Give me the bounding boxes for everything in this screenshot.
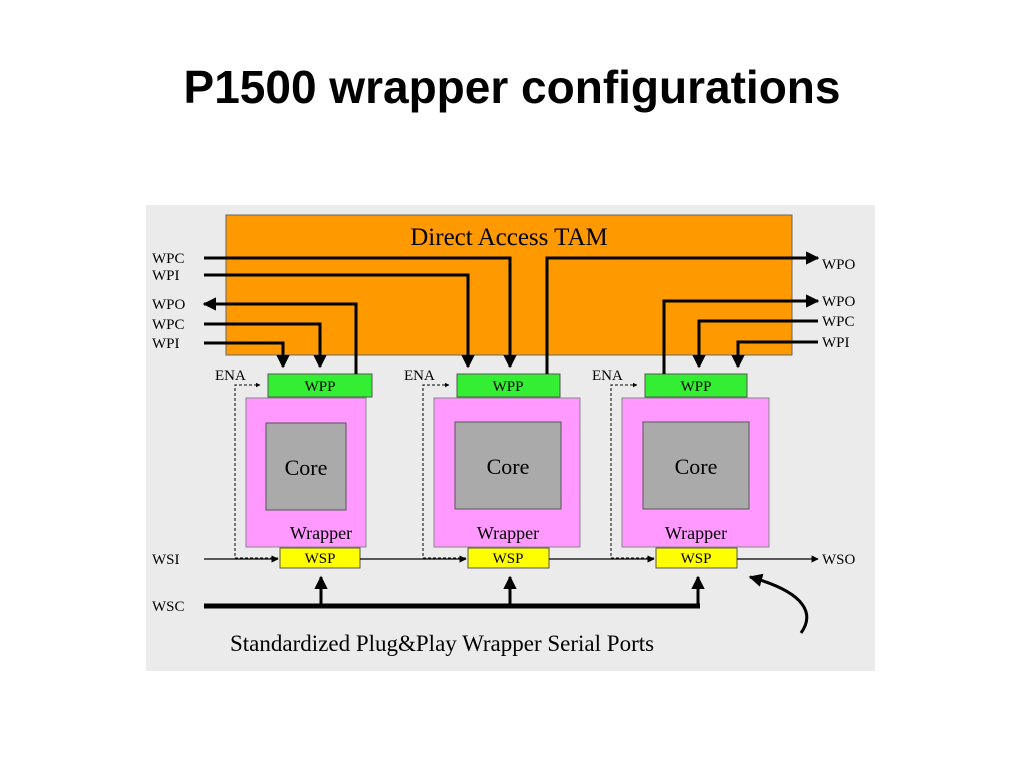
wsp-label-3: WSP <box>681 551 712 567</box>
wrapper-label-3: Wrapper <box>665 523 727 543</box>
pin-wpi-right: WPI <box>822 335 850 351</box>
pin-wsi-left: WSI <box>152 552 180 568</box>
ena-label-1: ENA <box>215 368 246 384</box>
wsp-label-1: WSP <box>305 551 336 567</box>
pin-wpo-left: WPO <box>152 297 186 313</box>
pin-wso-right: WSO <box>822 552 856 568</box>
ena-label-3: ENA <box>592 368 623 384</box>
pin-wpo-top-right: WPO <box>822 257 856 273</box>
wrapper-label-2: Wrapper <box>477 523 539 543</box>
pin-wpc-top-left: WPC <box>152 251 185 267</box>
wsc-bus-drops <box>314 575 705 606</box>
wrapper-diagram: Direct Access TAM Core Wrapper WPP WSP E… <box>146 205 875 671</box>
pin-wsc-left: WSC <box>152 599 185 615</box>
pin-wpi-left: WPI <box>152 336 180 352</box>
wrapper-label-1: Wrapper <box>290 523 352 543</box>
core-label-3: Core <box>675 454 718 479</box>
wsp-block-1 <box>279 547 361 569</box>
pin-wpi-top-left: WPI <box>152 268 180 284</box>
wpp-block-2 <box>456 373 561 398</box>
wpp-block-3 <box>644 373 748 398</box>
wsp-block-2 <box>467 547 550 569</box>
wpp-label-1: WPP <box>305 379 336 395</box>
pin-wpc-left: WPC <box>152 317 185 333</box>
core-label-1: Core <box>285 455 328 480</box>
pin-wpo-right: WPO <box>822 294 856 310</box>
caption-pointer-arrow <box>748 573 809 634</box>
ena-label-2: ENA <box>404 368 435 384</box>
core-label-2: Core <box>487 454 530 479</box>
tam-label: Direct Access TAM <box>410 224 608 251</box>
core-block-3 <box>642 421 750 510</box>
ena-signal-lines <box>234 382 654 559</box>
wpp-label-3: WPP <box>681 379 712 395</box>
parallel-port-wires <box>202 251 820 374</box>
core-block-2 <box>454 421 562 510</box>
slide-title: P1500 wrapper configurations <box>183 61 841 113</box>
wpp-label-2: WPP <box>493 379 524 395</box>
wpp-block-1 <box>267 373 373 398</box>
pin-wpc-right: WPC <box>822 314 855 330</box>
wsp-block-3 <box>655 547 738 569</box>
diagram-caption: Standardized Plug&Play Wrapper Serial Po… <box>230 631 654 656</box>
core-block-1 <box>265 422 347 511</box>
wsp-label-2: WSP <box>493 551 524 567</box>
